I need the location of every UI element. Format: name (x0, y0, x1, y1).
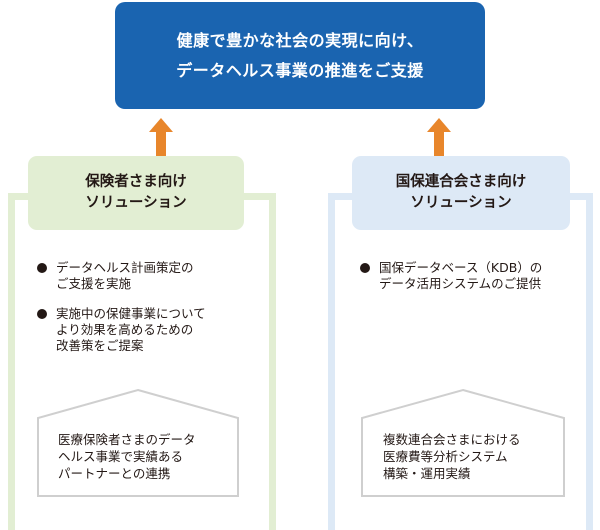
list-item: データヘルス計画策定の ご支援を実施 (37, 260, 267, 292)
list-item: 国保データベース（KDB）の データ活用システムのご提供 (360, 260, 585, 292)
bullet-line: データ活用システムのご提供 (379, 276, 542, 291)
arrow-up-left-icon (149, 118, 173, 156)
goal-line-1: 健康で豊かな社会の実現に向け、 (176, 30, 424, 50)
left-title-line-2: ソリューション (85, 195, 187, 211)
bullet-line: データヘルス計画策定の (56, 260, 194, 275)
right-title-line-2: ソリューション (410, 195, 512, 211)
right-title-line-1: 国保連合会さま向け (395, 174, 527, 190)
right-bullet-list: 国保データベース（KDB）の データ活用システムのご提供 (360, 260, 585, 306)
base-line: ヘルス事業で実績ある (58, 449, 184, 464)
bullet-dot-icon (37, 263, 47, 273)
base-line: パートナーとの連携 (58, 466, 171, 481)
bullet-dot-icon (360, 263, 370, 273)
bullet-line: ご支援を実施 (56, 276, 132, 291)
arrow-up-right-icon (427, 118, 451, 156)
bullet-line: より効果を高めるための (56, 322, 194, 337)
right-panel-title: 国保連合会さま向け ソリューション (352, 156, 570, 230)
left-title-line-1: 保険者さま向け (85, 174, 187, 190)
base-line: 医療費等分析システム (383, 449, 508, 464)
right-base-house (361, 388, 565, 497)
base-line: 医療保険者さまのデータ (58, 432, 196, 447)
left-bullet-list: データヘルス計画策定の ご支援を実施 実施中の保健事業について より効果を高める… (37, 260, 267, 368)
right-base-text: 複数連合会さまにおける 医療費等分析システム 構築・運用実績 (383, 431, 563, 482)
left-panel-title: 保険者さま向け ソリューション (28, 156, 244, 230)
bullet-line: 実施中の保健事業について (56, 306, 206, 321)
left-base-house (37, 388, 239, 497)
bullet-line: 国保データベース（KDB）の (379, 260, 543, 275)
bullet-dot-icon (37, 309, 47, 319)
list-item: 実施中の保健事業について より効果を高めるための 改善策をご提案 (37, 306, 267, 354)
bullet-line: 改善策をご提案 (56, 338, 144, 353)
left-base-text: 医療保険者さまのデータ ヘルス事業で実績ある パートナーとの連携 (58, 431, 238, 482)
base-line: 複数連合会さまにおける (383, 432, 521, 447)
base-line: 構築・運用実績 (383, 466, 471, 481)
goal-line-2: データヘルス事業の推進をご支援 (176, 60, 424, 80)
goal-box: 健康で豊かな社会の実現に向け、 データヘルス事業の推進をご支援 (115, 2, 485, 109)
